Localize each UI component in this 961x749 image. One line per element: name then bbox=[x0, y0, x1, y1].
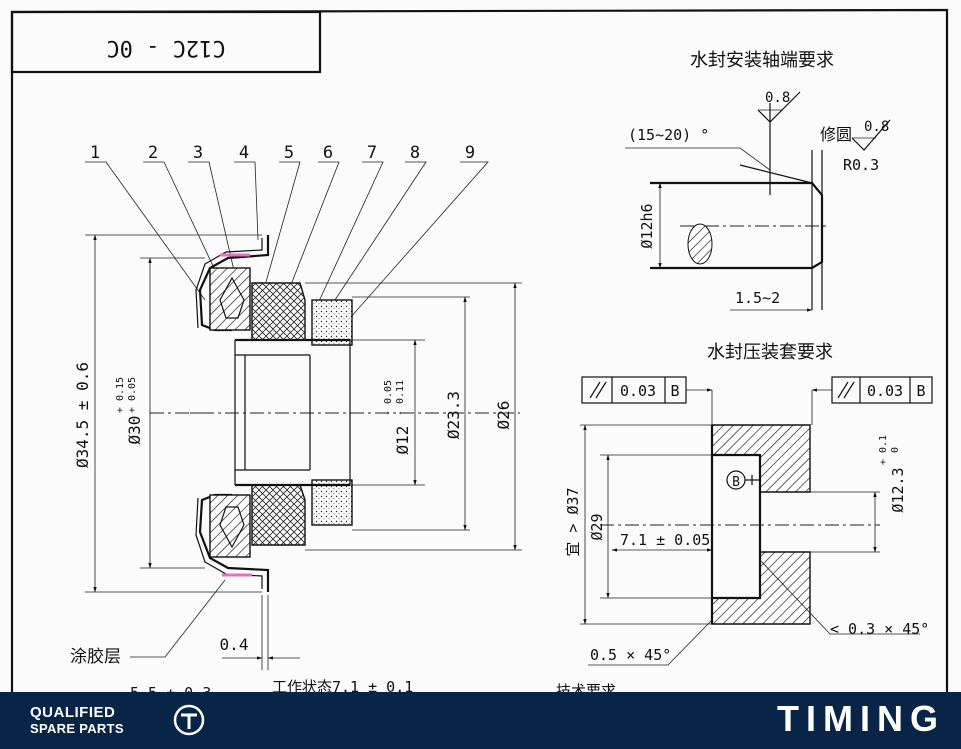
shaft-diameter: Ø12h6 bbox=[638, 203, 656, 248]
tol-left-datum: B bbox=[670, 382, 679, 400]
dim-30: Ø30 bbox=[125, 416, 144, 445]
tol-left-value: 0.03 bbox=[620, 382, 656, 400]
seal-dimensions: Ø34.5 ± 0.6 Ø30 + 0.15 + 0.05 Ø12 - 0.05… bbox=[70, 234, 616, 692]
brand-left: QUALIFIED SPARE PARTS bbox=[30, 705, 124, 737]
balloon-3: 3 bbox=[193, 143, 203, 163]
shaft-angle: (15~20) ° bbox=[628, 126, 709, 144]
dim-12-tol-lower: - 0.11 bbox=[395, 380, 406, 416]
dim-26: Ø26 bbox=[494, 401, 513, 430]
dim-0-4: 0.4 bbox=[220, 635, 249, 654]
balloon-6: 6 bbox=[323, 143, 333, 163]
chamfer-right: < 0.3 × 45° bbox=[830, 620, 929, 638]
brand-timing: TIMING bbox=[777, 698, 945, 739]
sleeve-d29: Ø29 bbox=[588, 513, 606, 540]
dim-23-3: Ø23.3 bbox=[444, 391, 463, 439]
drawing-frame: C12C - 0C bbox=[10, 8, 949, 692]
balloon-9: 9 bbox=[465, 143, 475, 163]
sleeve-d37: 宜 > Ø37 bbox=[564, 487, 582, 556]
dim-30-tol-upper: + 0.15 bbox=[115, 377, 126, 413]
balloon-5: 5 bbox=[284, 143, 294, 163]
sleeve-requirements: 水封压装套要求 0.03 B 0.03 B B bbox=[564, 342, 933, 666]
balloon-labels: 1 2 3 4 5 6 7 8 9 bbox=[85, 143, 489, 319]
fillet-value: R0.3 bbox=[843, 156, 879, 174]
footer-bar: QUALIFIED SPARE PARTS TIMING bbox=[0, 692, 961, 749]
brand-logo-icon bbox=[173, 704, 205, 736]
roughness-2: 0.8 bbox=[864, 119, 889, 135]
balloon-1: 1 bbox=[90, 143, 100, 163]
tol-right-value: 0.03 bbox=[867, 382, 903, 400]
tolerance-frame-left: 0.03 B bbox=[581, 376, 713, 404]
shaft-length: 1.5~2 bbox=[735, 289, 780, 307]
technical-drawing: C12C - 0C 1 2 3 4 5 6 7 8 9 bbox=[10, 8, 949, 692]
part-number: C12C - 0C bbox=[106, 35, 225, 60]
tol-right-datum: B bbox=[916, 382, 925, 400]
fillet-label: 修圆 bbox=[820, 125, 852, 144]
balloon-8: 8 bbox=[410, 143, 420, 163]
balloon-2: 2 bbox=[148, 143, 158, 163]
bottom-partial-3: 技术要求 bbox=[556, 682, 616, 692]
datum-marker: B bbox=[732, 475, 740, 490]
dim-12-tol-upper: - 0.05 bbox=[383, 380, 394, 416]
sleeve-d12-3-tol-lower: 0 bbox=[890, 447, 901, 453]
brand-left-line1: QUALIFIED bbox=[30, 704, 116, 721]
balloon-7: 7 bbox=[367, 143, 377, 163]
title-block bbox=[10, 10, 322, 74]
shaft-end-requirements: 水封安装轴端要求 0.8 0.8 修圆 R0.3 (15~20) ° Ø12h6… bbox=[625, 50, 891, 312]
dim-outer-diameter: Ø34.5 ± 0.6 bbox=[73, 362, 92, 468]
coating-label: 涂胶层 bbox=[70, 647, 121, 667]
brand-left-line2: SPARE PARTS bbox=[30, 721, 124, 736]
shaft-title: 水封安装轴端要求 bbox=[690, 50, 834, 71]
sleeve-length: 7.1 ± 0.05 bbox=[620, 531, 710, 549]
roughness-1: 0.8 bbox=[765, 90, 790, 106]
seal-cross-section bbox=[150, 235, 520, 592]
chamfer-left: 0.5 × 45° bbox=[590, 646, 671, 664]
bottom-partial-1: 5.5 ± 0.3 bbox=[130, 684, 211, 692]
sleeve-d12-3: Ø12.3 bbox=[889, 467, 907, 512]
bottom-partial-2: 工作状态7.1 ± 0.1 bbox=[272, 678, 413, 692]
sleeve-d12-3-tol-upper: + 0.1 bbox=[878, 435, 889, 465]
sleeve-title: 水封压装套要求 bbox=[707, 342, 833, 363]
tolerance-frame-right: 0.03 B bbox=[811, 376, 933, 404]
balloon-4: 4 bbox=[239, 143, 249, 163]
dim-30-tol-lower: + 0.05 bbox=[127, 377, 138, 413]
dim-12: Ø12 bbox=[393, 426, 412, 455]
